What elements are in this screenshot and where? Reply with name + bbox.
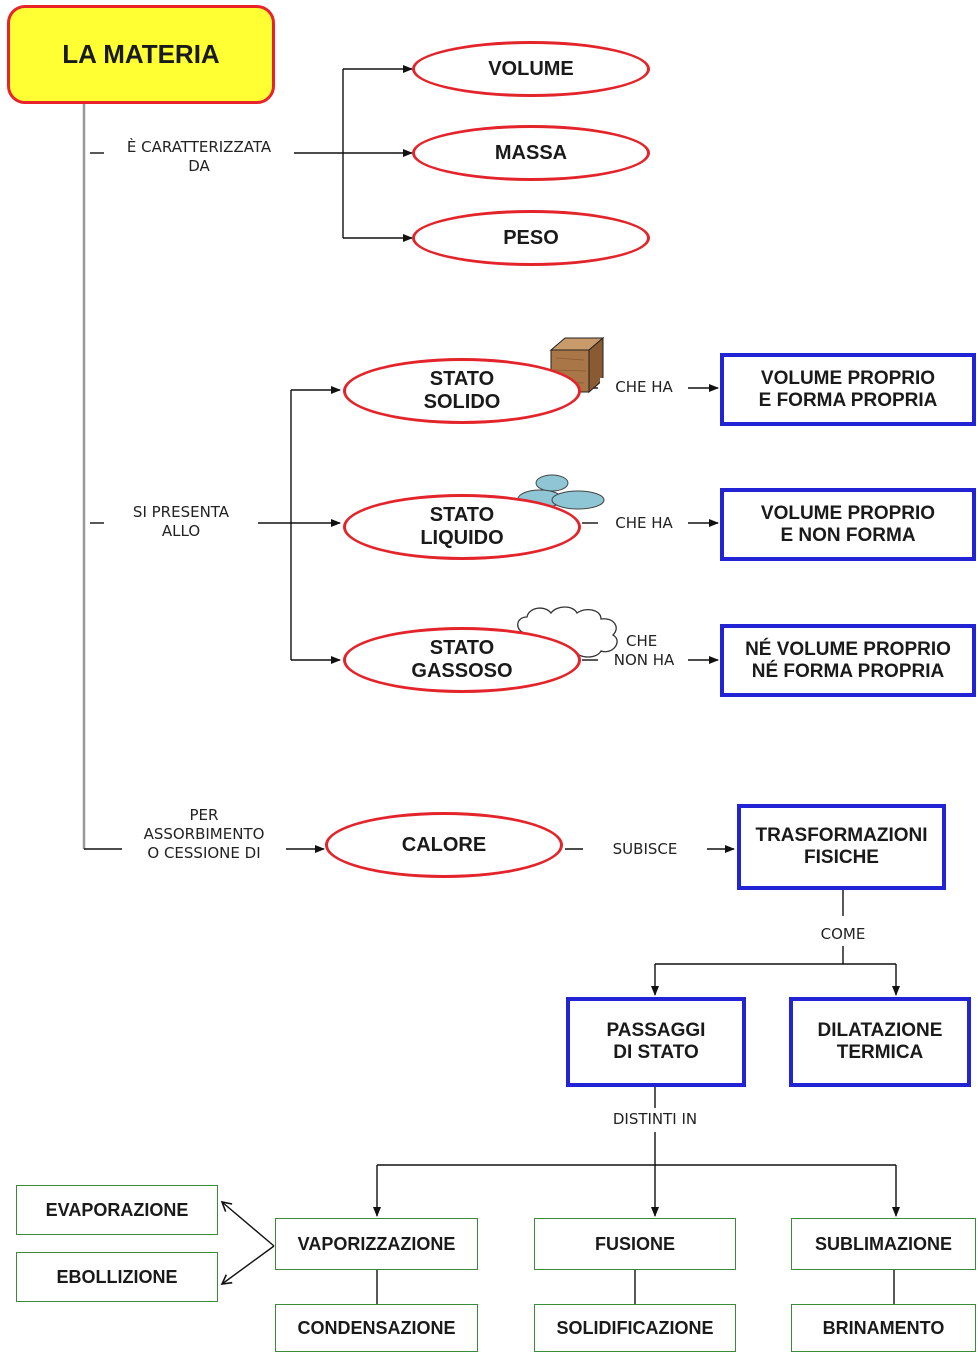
heat-node: CALORE	[325, 812, 563, 878]
link-absorption-or-release: PER ASSORBIMENTO O CESSIONE DI	[122, 806, 286, 863]
vaporization: VAPORIZZAZIONE	[275, 1218, 478, 1270]
deposition: BRINAMENTO	[791, 1304, 976, 1352]
link-liquid-has: CHE HA	[600, 514, 688, 533]
property-mass: MASSA	[412, 125, 650, 181]
boiling: EBOLLIZIONE	[16, 1252, 218, 1302]
property-weight: PESO	[412, 210, 650, 266]
link-undergoes: SUBISCE	[586, 840, 704, 859]
sublimation: SUBLIMAZIONE	[791, 1218, 976, 1270]
title-box: LA MATERIA	[7, 5, 275, 104]
link-presents-in: SI PRESENTA ALLO	[104, 503, 258, 537]
link-characterized-by: È CARATTERIZZATA DA	[104, 138, 294, 176]
fusion: FUSIONE	[534, 1218, 736, 1270]
link-gas-has-not: CHE NON HA	[613, 632, 675, 669]
property-volume: VOLUME	[412, 41, 650, 97]
link-as: COME	[804, 925, 882, 944]
evaporation: EVAPORAZIONE	[16, 1185, 218, 1235]
title-text: LA MATERIA	[62, 38, 220, 69]
condensation: CONDENSAZIONE	[275, 1304, 478, 1352]
link-solid-has: CHE HA	[600, 378, 688, 397]
link-divided-into: DISTINTI IN	[578, 1110, 732, 1129]
solidification: SOLIDIFICAZIONE	[534, 1304, 736, 1352]
